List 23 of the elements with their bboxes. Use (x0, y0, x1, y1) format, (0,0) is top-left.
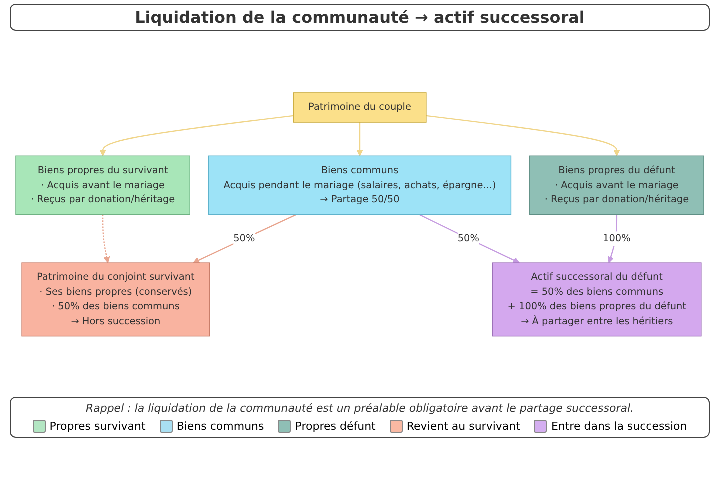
legend-label: Revient au survivant (406, 420, 520, 433)
legend-label: Entre dans la succession (551, 420, 688, 433)
diagram-title: Liquidation de la communauté → actif successoral (10, 4, 710, 31)
legend-label: Propres défunt (295, 420, 376, 433)
arrow (419, 214, 520, 264)
edge-label: 50% (458, 233, 480, 245)
legend-label: Propres survivant (50, 420, 146, 433)
arrow (193, 214, 297, 264)
arrow (100, 116, 294, 157)
arrow (426, 116, 620, 157)
flowchart: 50% 50% 100% Patrimoine du couple Biens propres du survivant · Acquis avant le mariage · Reçus par donation/héritage Biens communs Acquis pendant le mariage (salaires, achats, épargne...) → Partage 50/50 Biens propres du défunt · Acquis avant le mariage · Reçus par donation/héritage Patrimoine du conjoint survivant · Ses biens propres (conservés) · 50% des biens communs → Hors succession Actif successoral du défunt = 50% des biens communs + 100% des biens propres du défunt → À partager entre les héritiers (10, 87, 710, 343)
node-box (208, 156, 512, 216)
legend-label: Biens communs (176, 420, 264, 433)
edge-label: 50% (234, 233, 256, 245)
arrow (102, 215, 110, 264)
edge-label: 100% (603, 233, 631, 245)
node-box (22, 263, 210, 338)
arrow (356, 122, 364, 157)
node-box (16, 156, 190, 216)
node-box (492, 263, 702, 338)
caption: Rappel : la liquidation de la communauté est un préalable obligatoire avant le partage successoral. (84, 402, 636, 415)
node-box (530, 156, 704, 216)
node-box (293, 92, 427, 124)
